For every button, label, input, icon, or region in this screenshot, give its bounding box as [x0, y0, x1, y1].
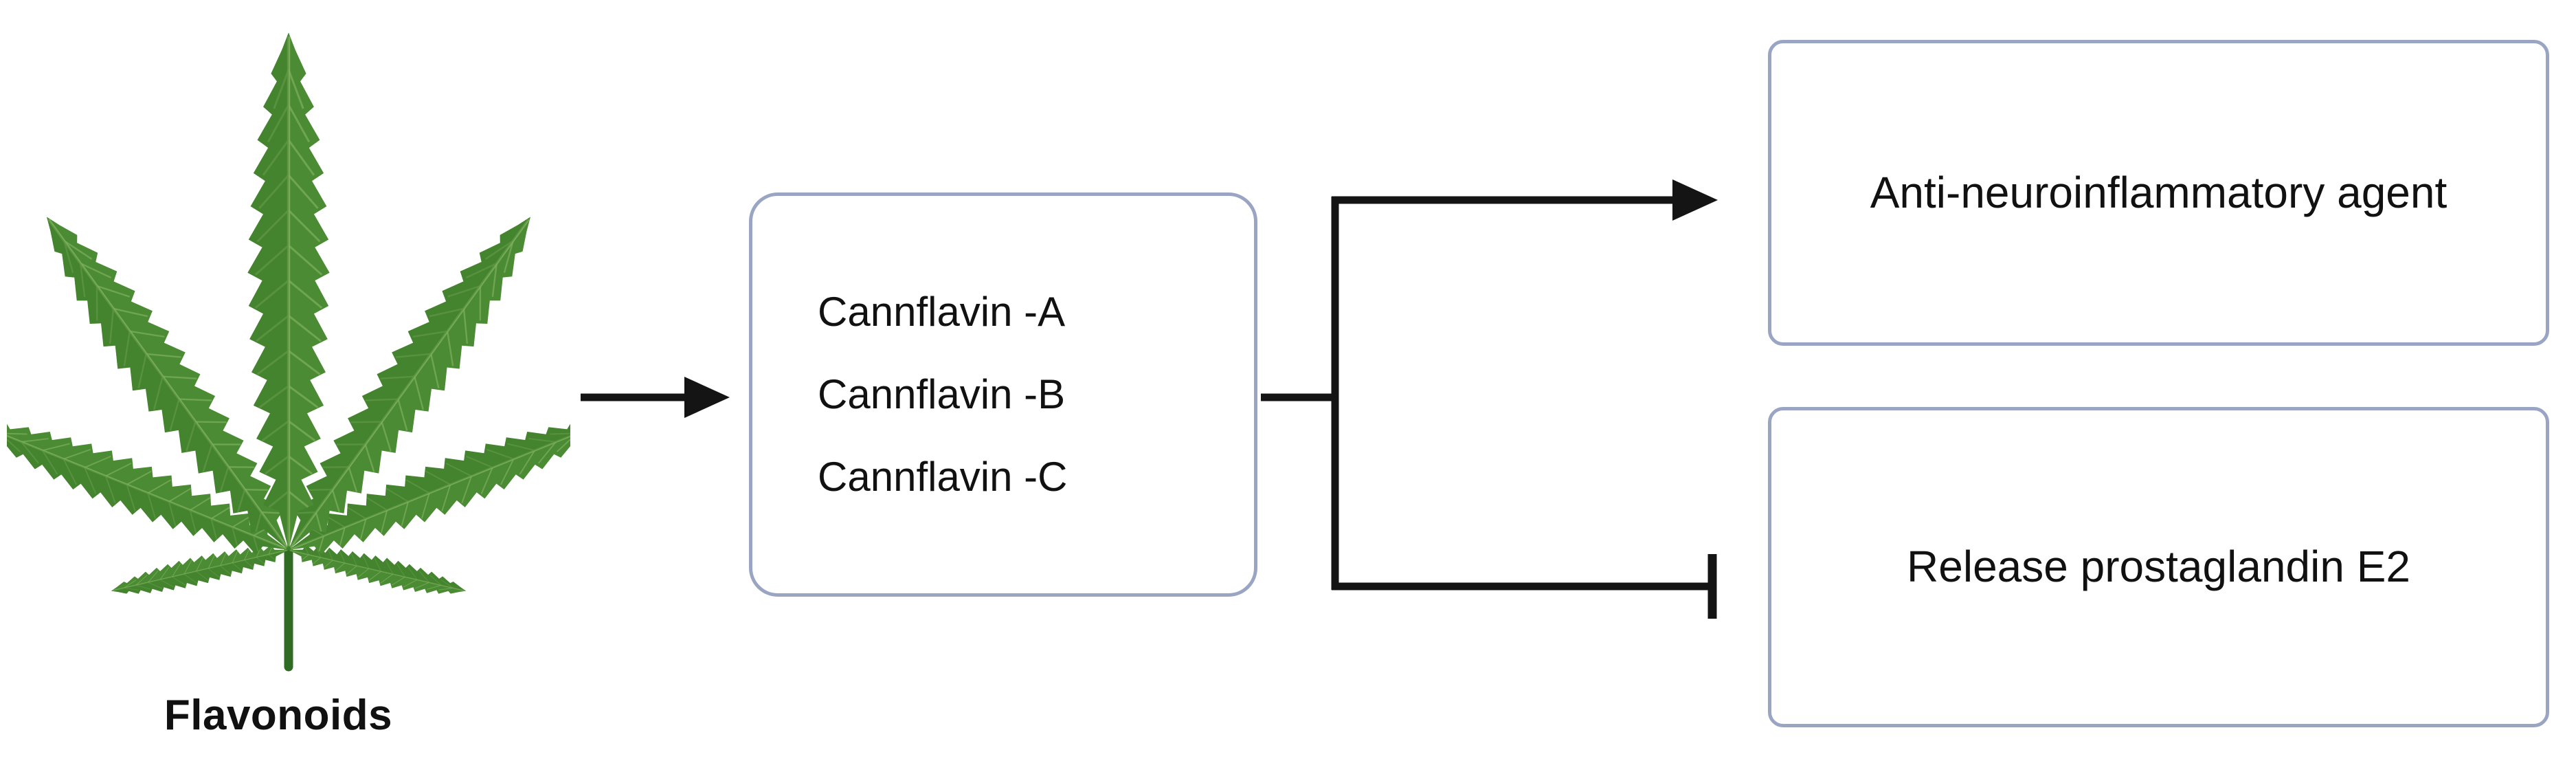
release-prostaglandin-e2-label: Release prostaglandin E2: [1907, 542, 2410, 592]
cannflavin-a-item: Cannflavin -A: [818, 289, 1066, 335]
anti-neuroinflammatory-agent-label: Anti-neuroinflammatory agent: [1870, 167, 2448, 217]
cannflavin-group-box[interactable]: Cannflavin -A Cannflavin -B Cannflavin -…: [749, 192, 1257, 597]
leaf-to-cannflavin-arrow: [581, 377, 730, 418]
inhibition-tbar-connector: [1332, 554, 1717, 619]
activation-arrow-connector: [1332, 179, 1718, 221]
cannabis-leaf-icon: [7, 7, 570, 681]
release-prostaglandin-e2-box[interactable]: Release prostaglandin E2: [1768, 407, 2549, 727]
cannflavin-branch-trunk: [1261, 197, 1339, 590]
flavonoids-label: Flavonoids: [164, 692, 393, 739]
anti-neuroinflammatory-agent-box[interactable]: Anti-neuroinflammatory agent: [1768, 40, 2549, 346]
cannflavin-c-item: Cannflavin -C: [818, 454, 1068, 500]
cannflavin-b-item: Cannflavin -B: [818, 371, 1066, 417]
